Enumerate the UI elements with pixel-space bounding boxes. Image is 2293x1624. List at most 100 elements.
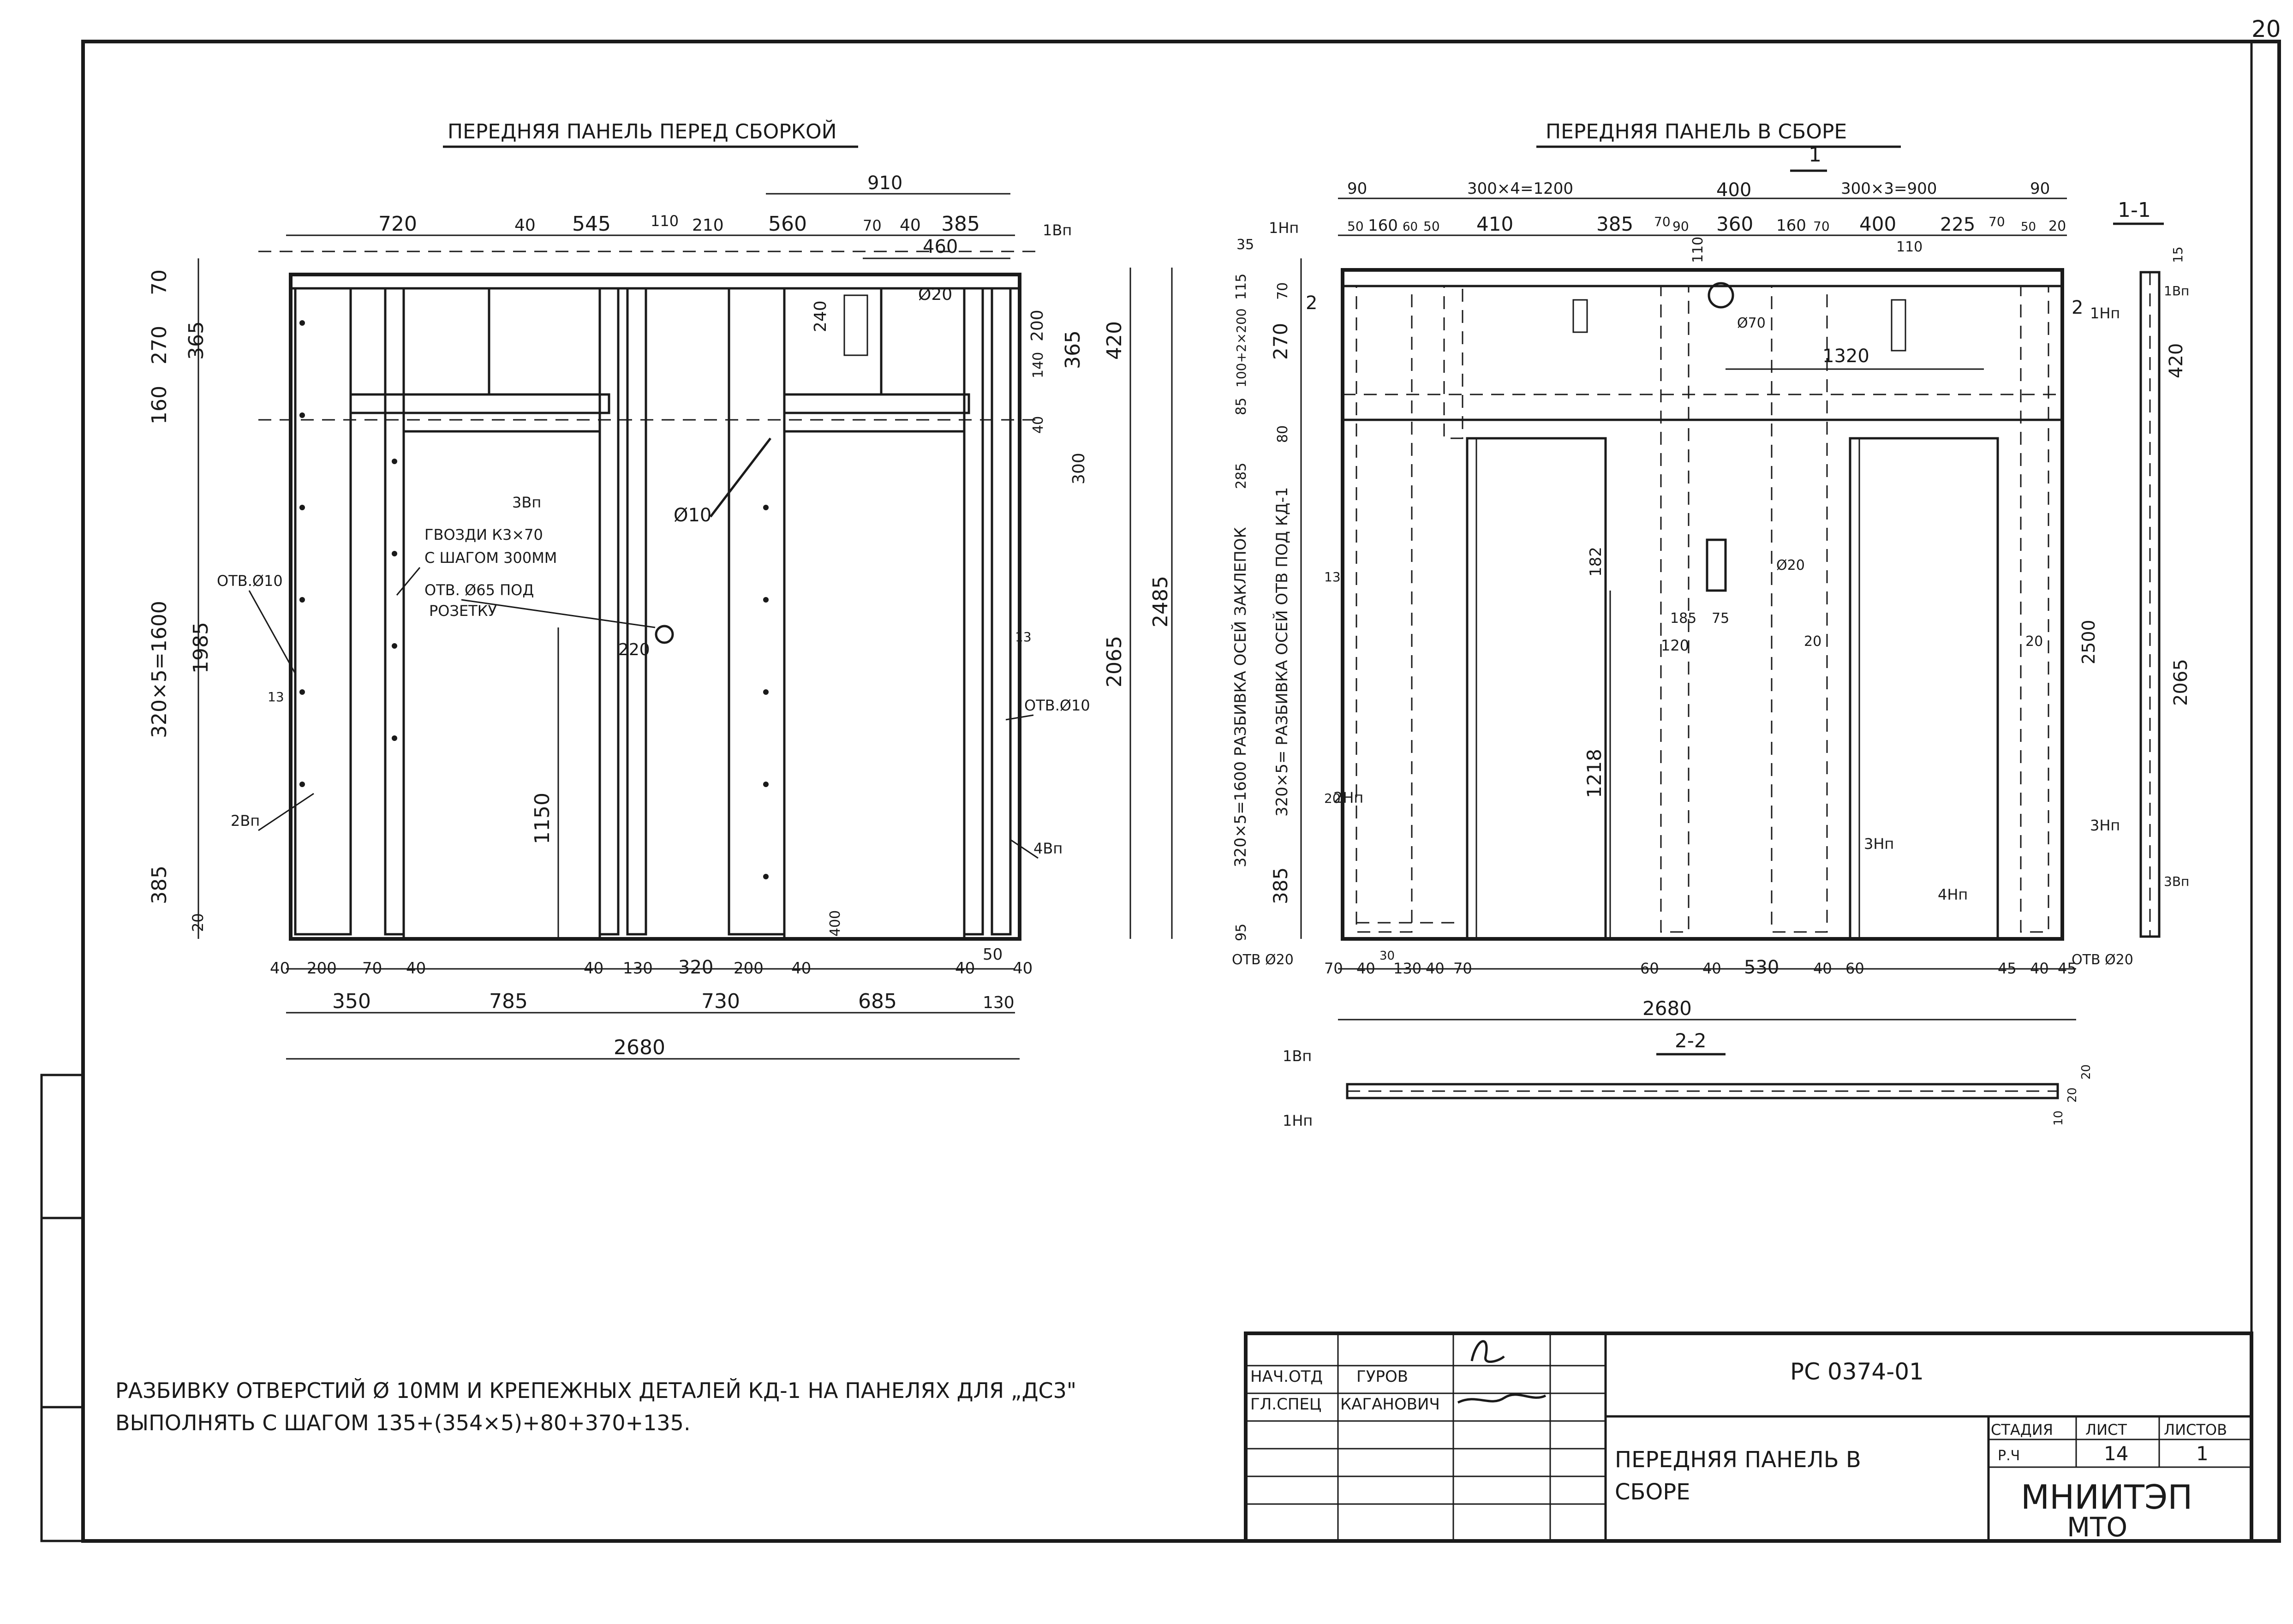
left-stile-3	[598, 287, 620, 936]
rb-5: 70	[1453, 960, 1472, 977]
rb-6: 60	[1640, 960, 1659, 977]
rl-2: 270	[1269, 323, 1292, 360]
rdim-110b: 110	[1896, 239, 1923, 255]
title-block: РС 0374-01 НАЧ.ОТД ГУРОВ ГЛ.СПЕЦ КАГАНОВ…	[1244, 1331, 2253, 1543]
left-stile-2	[384, 287, 405, 936]
tb-drawing-title-2: СБОРЕ	[1615, 1479, 1690, 1505]
ldim-top-7: 40	[900, 216, 921, 235]
lb2-3: 685	[858, 990, 897, 1013]
lb2-4: 130	[983, 993, 1015, 1012]
tb-sheets: 1	[2196, 1442, 2209, 1465]
s11-part-3: 3Вп	[2164, 874, 2189, 889]
s22-part-1: 1Вп	[1283, 1047, 1312, 1065]
left-stile-5	[728, 287, 786, 936]
ri-182: 182	[1587, 547, 1605, 577]
callout-hole10-right: ОТВ.Ø10	[1024, 697, 1090, 714]
s11-part-1: 1Нп	[2090, 304, 2120, 322]
signature-2	[1457, 1393, 1547, 1404]
sheet-number: 20	[2251, 16, 2281, 42]
rdim-365: 365	[1061, 330, 1085, 369]
rt2-4: 410	[1476, 213, 1513, 235]
ri-2500: 2500	[2078, 620, 2099, 664]
rt2-8: 360	[1716, 213, 1753, 235]
rt2-9: 160	[1776, 216, 1806, 235]
rt1-1: 300×4=1200	[1467, 179, 1573, 198]
ldim-top-8: 385	[941, 212, 980, 236]
side-mark-right: 2	[2072, 297, 2083, 318]
section-2-2-title: 2-2	[1675, 1029, 1707, 1052]
ri-20a: 20	[1804, 633, 1821, 650]
lb1-10: 50	[983, 945, 1003, 964]
rt1-3: 300×3=900	[1841, 179, 1937, 198]
sheet-frame	[81, 40, 2281, 1543]
lb1-11: 40	[1013, 959, 1033, 978]
ldim-13a: 13	[268, 689, 284, 705]
ldim-left-5: 160	[148, 386, 171, 424]
callout-hole10-left: ОТВ.Ø10	[217, 572, 283, 590]
rl-3: 70	[1275, 282, 1291, 300]
ldim-top-0: 720	[378, 212, 417, 236]
tb-role-1: НАЧ.ОТД	[1250, 1367, 1323, 1386]
rb-0: 70	[1324, 960, 1343, 977]
section-mark-top: 1	[1809, 143, 1821, 167]
rb-9: 40	[1813, 960, 1832, 977]
hole-right-label: ОТВ Ø20	[2072, 952, 2133, 968]
rb-10: 60	[1845, 960, 1864, 977]
tb-stage: Р.Ч	[1998, 1448, 2020, 1464]
left-stile-7	[991, 287, 1012, 936]
rb-11: 45	[1998, 960, 2017, 977]
ri-1218: 1218	[1583, 749, 1606, 798]
lb1-6: 320	[678, 957, 713, 978]
rdim-300: 300	[1069, 453, 1088, 484]
rdim-140: 140	[1030, 352, 1046, 378]
rb-1: 40	[1356, 960, 1375, 977]
rdim-420: 420	[1103, 321, 1126, 360]
lb1-5: 130	[623, 959, 653, 978]
rb-7: 40	[1702, 960, 1721, 977]
rl-8: 385	[1269, 867, 1292, 904]
rt1-2: 400	[1716, 179, 1751, 201]
ri-13: 13	[1324, 569, 1341, 585]
ri-20c: 20	[1324, 791, 1341, 806]
rdim-dia70: Ø70	[1737, 315, 1766, 331]
right-door-opening-2	[1849, 437, 1999, 940]
rb-4: 40	[1426, 960, 1445, 977]
ri-120: 120	[1661, 637, 1689, 654]
tb-org-1: МНИИТЭП	[2021, 1478, 2192, 1517]
rl-5: 80	[1275, 425, 1291, 443]
lb1-4: 40	[584, 959, 603, 978]
ldim-13b: 13	[1015, 629, 1032, 645]
ri-75: 75	[1712, 610, 1729, 627]
s11-dim-15: 15	[2170, 246, 2186, 263]
part-4np: 4Нп	[1938, 886, 1968, 903]
s22-dim-2: 10	[2052, 1111, 2066, 1126]
rt2-14: 50	[2021, 220, 2036, 234]
left-stile-6	[963, 287, 984, 936]
rl-6: 285	[1233, 463, 1249, 489]
rl-9: 95	[1233, 924, 1249, 941]
right-overall-width: 2680	[1642, 997, 1692, 1020]
ldim-dia20: Ø20	[918, 285, 952, 304]
nail-marks	[299, 320, 769, 879]
section-1-1: 1-1 15 420 2065 1Нп 3Нп 3Вп 1Вп	[2090, 198, 2191, 938]
ldim-220: 220	[618, 640, 650, 659]
part-2np: 2Нп	[1333, 789, 1363, 806]
rb-3: 130	[1393, 960, 1421, 977]
lb1-0: 40	[270, 959, 290, 978]
ldim-top-2: 545	[572, 212, 611, 236]
lb1-7: 200	[734, 959, 764, 978]
s22-dim-1: 20	[2066, 1087, 2079, 1103]
rt2-5: 385	[1596, 213, 1633, 235]
lb2-1: 785	[489, 990, 528, 1013]
hole-70-icon	[1708, 282, 1734, 309]
rt2-12: 225	[1940, 214, 1975, 235]
left-door-opening-1	[402, 430, 601, 940]
ldim-1150: 1150	[531, 793, 554, 844]
right-view-title: ПЕРЕДНЯЯ ПАНЕЛЬ В СБОРЕ	[1546, 120, 1847, 143]
rt2-3: 50	[1423, 219, 1440, 234]
s11-dim-2065: 2065	[2170, 659, 2191, 706]
lb1-3: 40	[406, 959, 426, 978]
s11-dim-420: 420	[2166, 343, 2187, 378]
lb1-2: 70	[362, 959, 382, 978]
